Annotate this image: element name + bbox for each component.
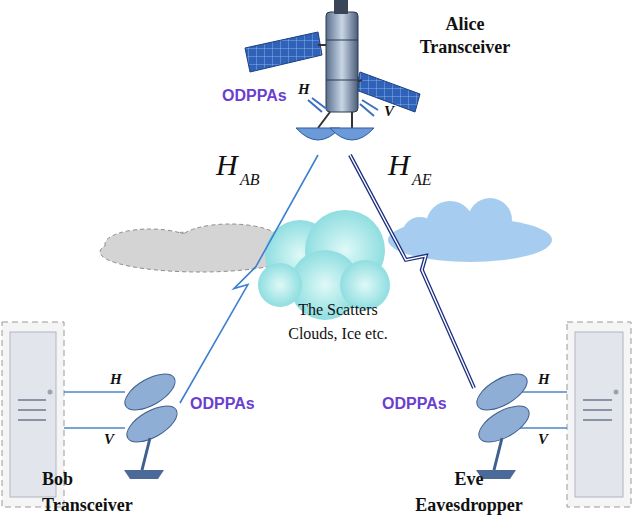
radio-link bbox=[350, 155, 474, 388]
link-stroke bbox=[350, 155, 474, 388]
cloud-part bbox=[182, 227, 278, 255]
radio-link bbox=[180, 155, 318, 403]
dish-arm bbox=[351, 112, 353, 128]
node-label: Bob Transceiver bbox=[42, 466, 152, 518]
antenna-name: ODPPAs bbox=[190, 396, 255, 412]
node-label: Alice Transceiver bbox=[410, 13, 520, 60]
h-wire bbox=[64, 391, 125, 393]
dish bbox=[121, 399, 182, 450]
bob-station bbox=[2, 322, 183, 507]
dish-base bbox=[124, 470, 164, 479]
channel-symbol: H bbox=[216, 150, 238, 180]
node-label: The Scatters Clouds, Ice etc. bbox=[272, 298, 404, 346]
polarization: V bbox=[384, 104, 394, 119]
station-node: Bob Transceiver bbox=[0, 318, 180, 518]
link-stroke bbox=[180, 155, 318, 403]
cloud-part bbox=[258, 263, 302, 307]
satellite bbox=[245, 0, 420, 140]
blue-cloud bbox=[388, 198, 552, 262]
antenna-name: ODPPAs bbox=[222, 88, 287, 104]
channel-symbol: H bbox=[388, 150, 410, 180]
satellite-top bbox=[334, 0, 348, 14]
server-slots bbox=[18, 400, 46, 420]
polarization: H bbox=[538, 372, 550, 387]
polarization: H bbox=[110, 372, 122, 387]
link-stroke bbox=[350, 155, 474, 388]
channel-subscript: AB bbox=[240, 172, 260, 188]
channel-subscript: AE bbox=[412, 172, 432, 188]
server bbox=[567, 322, 631, 507]
polarization: V bbox=[538, 432, 548, 447]
cloud-part bbox=[468, 198, 512, 242]
dish bbox=[473, 399, 534, 450]
body-ring bbox=[326, 40, 358, 41]
cloud-part bbox=[107, 232, 193, 258]
polarization: V bbox=[104, 432, 114, 447]
satellite-body bbox=[326, 12, 358, 112]
node-label: Eve Eavesdropper bbox=[400, 466, 538, 518]
satellite-node: Alice Transceiver bbox=[280, 5, 505, 155]
v-wire bbox=[64, 427, 125, 429]
antenna-name: ODPPAs bbox=[382, 396, 447, 412]
scatter-node: The Scatters Clouds, Ice etc. bbox=[272, 298, 404, 348]
solar-panel bbox=[245, 32, 322, 72]
cloud-part bbox=[402, 217, 438, 253]
eve-station bbox=[471, 322, 631, 507]
dish-stand bbox=[494, 438, 502, 470]
satellite-dish bbox=[330, 128, 374, 140]
server-front bbox=[575, 332, 623, 497]
dish-stand bbox=[142, 438, 150, 470]
dish-arm bbox=[318, 112, 330, 128]
polarization: H bbox=[298, 82, 310, 97]
port-line bbox=[308, 98, 328, 112]
server-slots bbox=[583, 400, 612, 420]
station-node: Eve Eavesdropper bbox=[474, 318, 636, 518]
server-light bbox=[614, 390, 619, 395]
body-ring bbox=[326, 80, 358, 81]
port-line bbox=[360, 100, 378, 116]
server-light bbox=[48, 390, 53, 395]
